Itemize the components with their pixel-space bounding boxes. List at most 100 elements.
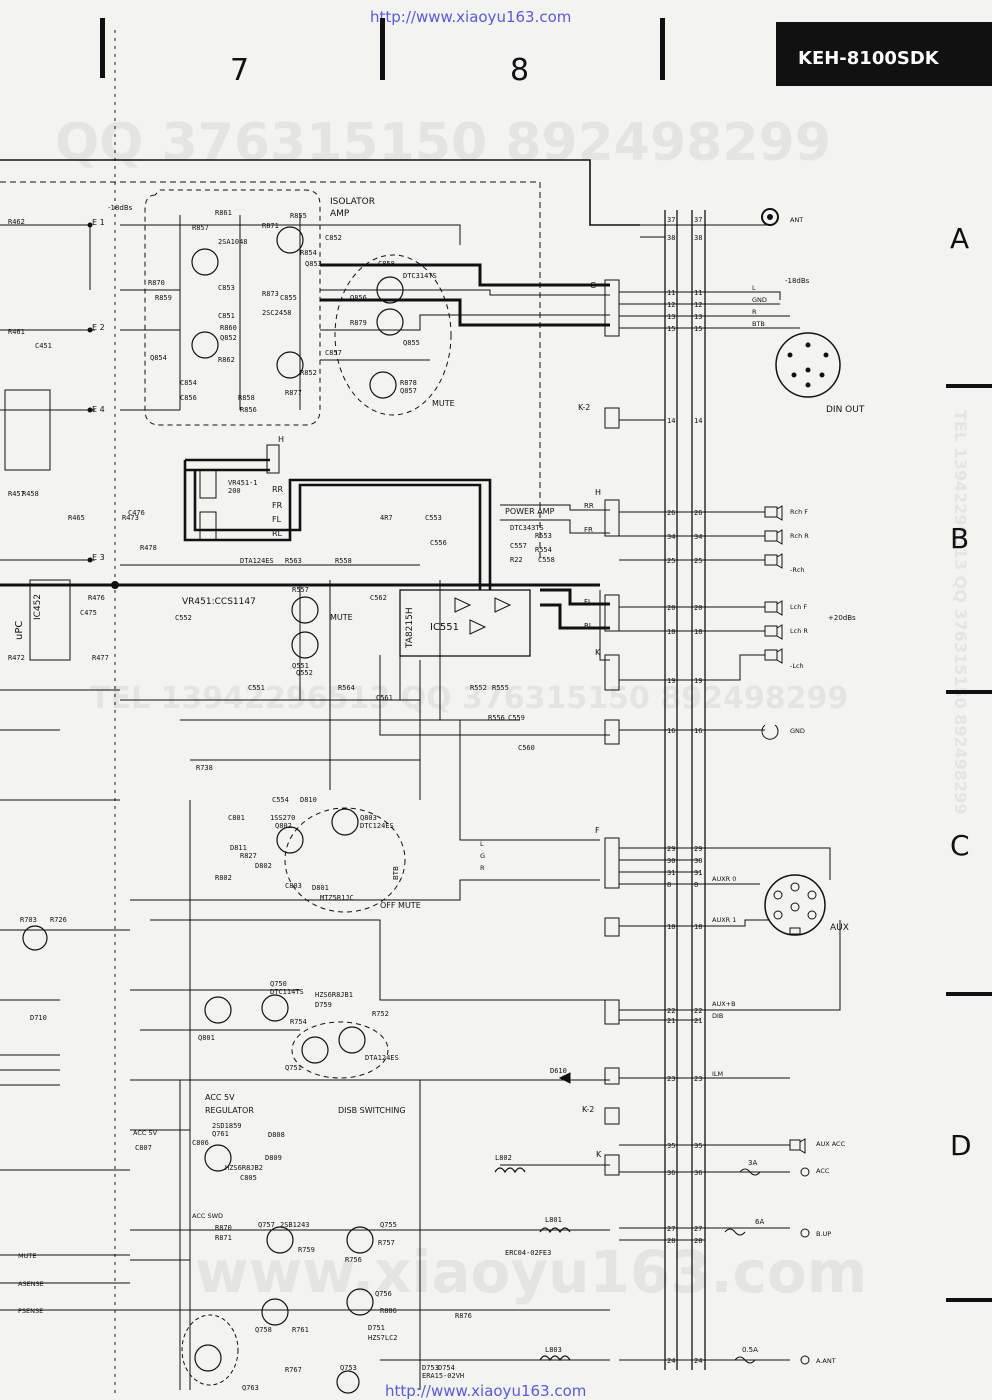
connector-h-label: H — [278, 435, 284, 444]
label-parts-87: DTC114TS — [270, 988, 304, 996]
url-bottom[interactable]: http://www.xiaoyu163.com — [385, 1382, 586, 1400]
label-right_pins-23-label: ACC — [816, 1167, 830, 1175]
disb-label: DISB SWITCHING — [338, 1106, 406, 1115]
off-mute-boundary — [284, 807, 406, 913]
label-right_pins-25-n: 28 — [667, 1237, 675, 1245]
label-parts-73: 1SS270 — [270, 814, 295, 822]
din-out-jack[interactable] — [775, 332, 841, 398]
label-right_pins-7-n: 26 — [667, 509, 675, 517]
label-parts-84: MTZ5R1JC — [320, 894, 354, 902]
label-parts-5: R465 — [68, 514, 85, 522]
label-right_pins-26-n: 24 — [667, 1357, 675, 1365]
label-parts-4: R458 — [22, 490, 39, 498]
label-parts-114: D751 — [368, 1324, 385, 1332]
label-parts-92: Q801 — [198, 1034, 215, 1042]
label-connectors-K: K — [595, 648, 601, 657]
label-parts-25: Q852 — [220, 334, 237, 342]
label-right_pins-5-n: 15 — [694, 325, 702, 333]
l-output-wire — [320, 263, 610, 287]
aux-label: AUX — [830, 923, 849, 933]
label-parts-79: R802 — [215, 874, 232, 882]
label-right_pins-25-n: 28 — [694, 1237, 702, 1245]
label-right_pins-10-label: Lch F — [790, 603, 807, 611]
connector-blocks — [604, 279, 620, 1176]
label-right_pins-8-label: Rch R — [790, 532, 809, 540]
vr451-label: VR451:CCS1147 — [182, 597, 256, 607]
label-right_pins-22-label: AUX ACC — [816, 1140, 846, 1148]
upc-label: uPC — [14, 621, 25, 640]
mute-left-label: MUTE — [18, 1252, 36, 1260]
channel-labels: RR FR FL RL — [272, 485, 284, 538]
label-right_pins-21-n: 23 — [667, 1075, 675, 1083]
isolator-boundary — [144, 189, 321, 426]
label-parts-71: C554 — [272, 796, 289, 804]
label-parts-81: D802 — [255, 862, 272, 870]
label-parts-57: C557 — [510, 542, 527, 550]
label-signals-rr: RR — [272, 485, 284, 494]
ta8215h-label: TA8215H — [405, 607, 415, 649]
label-right_pins-8-n: 34 — [694, 533, 702, 541]
label-parts-36: Q854 — [150, 354, 167, 362]
left-part-labels: R462 R461 C451 R457 R458 R465 R476 R477 … — [8, 218, 157, 662]
label-right_pins-14-label: L — [480, 840, 484, 848]
label-right_pins-15-label: G — [480, 852, 485, 860]
url-top[interactable]: http://www.xiaoyu163.com — [370, 8, 571, 26]
label-right_pins-13-n: 16 — [667, 727, 675, 735]
column-number-7: 7 — [230, 53, 249, 88]
label-right_pins-7-n: 26 — [694, 509, 702, 517]
label-right_pins-20-n: 21 — [694, 1017, 702, 1025]
label-parts-42: Q856 — [350, 294, 367, 302]
label-parts-40: DTC314TS — [403, 272, 437, 280]
label-right_pins-11-label: Lch R — [790, 627, 808, 635]
label-parts-65: R555 — [492, 684, 509, 692]
label-right_pins-2-n: 11 — [667, 289, 675, 297]
mute-q551-q552 — [291, 596, 319, 659]
disb-boundary — [291, 1021, 389, 1079]
label-right_pins-13-n: 16 — [694, 727, 702, 735]
label-parts-95: 2SD1859 — [212, 1122, 242, 1130]
column-divider — [100, 18, 105, 78]
ic452-label: IC452 — [33, 594, 43, 620]
label-parts-107: R871 — [215, 1234, 232, 1242]
label-right_pins-23-n: 36 — [667, 1169, 675, 1177]
label-right_pins-4-label: R — [752, 308, 757, 316]
label-right_pins-10-n: 20 — [694, 604, 702, 612]
q855-q856-boundary — [334, 254, 452, 416]
label-parts-104: 2SB1243 — [280, 1221, 310, 1229]
label-right_pins-5-label: BTB — [752, 320, 765, 328]
acc-5v-label: ACC 5V — [133, 1129, 158, 1137]
label-right_pins-18-n: 18 — [667, 923, 675, 931]
label-right_pins-2-label: L — [752, 284, 756, 292]
label-parts-102: C805 — [240, 1174, 257, 1182]
label-right_pins-3-n: 12 — [667, 301, 675, 309]
ant-jack[interactable] — [761, 208, 779, 226]
label-signals-e3: E 3 — [92, 553, 105, 562]
label-right_pins-17-n: 8 — [694, 881, 698, 889]
label-connectors-K3: K-2 — [582, 1105, 594, 1114]
label-parts-123: D710 — [30, 1014, 47, 1022]
label-parts-77: C801 — [228, 814, 245, 822]
label-parts-17: R854 — [300, 249, 317, 257]
label-parts-74: Q802 — [275, 822, 292, 830]
label-right_pins-14-n: 29 — [694, 845, 702, 853]
fr-label: FR — [584, 526, 593, 534]
ic551-part-labels: 4R7 C553 C556 R552 R555 R556 C559 C560 C… — [370, 514, 535, 752]
aux-jack[interactable] — [764, 874, 826, 936]
label-parts-18: Q853 — [305, 260, 322, 268]
column-number-8: 8 — [510, 53, 529, 88]
label-jacks-fuse3: 0.5A — [742, 1346, 758, 1354]
isolator-part-labels: R861 R857 R871 R855 R854 Q853 2SA1048 C8… — [148, 209, 322, 414]
pin-signal-labels: ANT L GND R BTB Rch F Rch R -Rch Lch F L… — [480, 216, 846, 1365]
label-right_pins-11-n: 18 — [694, 628, 702, 636]
label-right_pins-6-n: 14 — [667, 417, 675, 425]
label-parts-69: C561 — [376, 694, 393, 702]
label-connectors-H2: H — [595, 488, 601, 497]
label-parts-112: Q758 — [255, 1326, 272, 1334]
junction-dots — [87, 222, 119, 589]
vr451-1 — [199, 469, 217, 499]
label-parts-61: 4R7 — [380, 514, 393, 522]
label-parts-103: Q757 — [258, 1221, 275, 1229]
label-parts-23: C851 — [218, 312, 235, 320]
